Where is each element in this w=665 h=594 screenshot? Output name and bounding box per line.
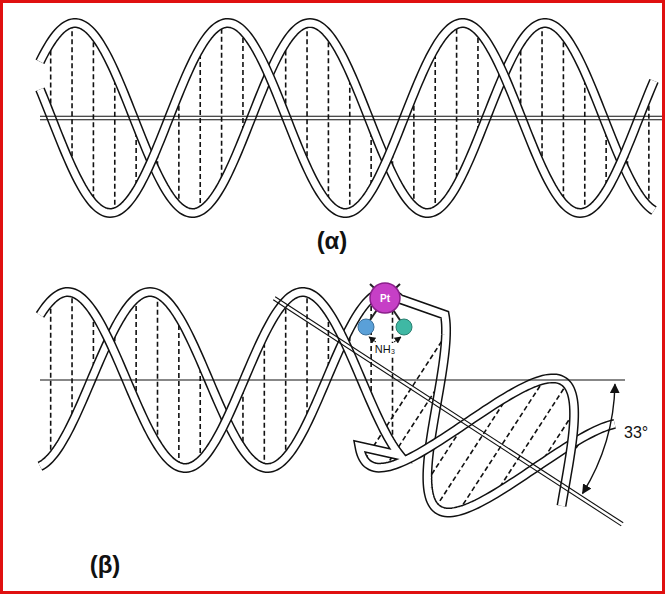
strand-outline [40,23,654,213]
base-pair [584,72,586,212]
platinum-atom [370,283,400,313]
bent-axis [273,300,621,526]
ligand-label: NH₃ [373,343,397,355]
base-pair [370,298,372,403]
base-pair [392,294,394,445]
base-pair [50,301,52,458]
strand-outline [40,23,654,213]
dna-helix [40,23,654,213]
base-blob [396,319,412,335]
helix-axis [40,119,662,120]
base-pair [264,334,266,467]
base-pair [648,93,650,207]
element-symbol: Pt [380,293,390,304]
base-pair [477,31,479,139]
angle-arc [583,384,615,493]
base-pair [306,23,308,167]
base-pair [71,293,73,424]
reference-axis [40,379,625,380]
base-pair [306,293,308,424]
base-pair [135,298,137,403]
base-pair [178,93,180,207]
base-pair [199,48,201,211]
strand-outline [40,292,615,512]
angle-label: 33° [622,424,650,442]
base-blob [358,319,374,335]
base-pair [199,360,201,461]
base-pair [413,93,415,207]
base-pair [434,48,436,211]
base-pair [178,317,180,467]
panel-label: (α) [317,228,348,254]
panel-label: (β) [90,552,121,578]
strand-ribbon [40,292,574,506]
base-pair [563,34,565,203]
base-pair [221,24,223,185]
base-pair [349,72,351,212]
base-pair [328,34,330,203]
base-pair [71,23,73,167]
base-pair [541,23,543,167]
strand-ribbon [40,23,654,213]
base-pair [456,24,458,185]
bent-axis [275,297,623,523]
base-pair [242,31,244,139]
base-pair [285,301,287,458]
base-pair [93,34,95,203]
strand-outline [40,292,574,506]
strand-ribbon [40,23,654,213]
dna-helix [40,292,615,512]
strand-ribbon [40,292,615,512]
helix-axis [40,116,662,117]
base-pair [114,72,116,212]
platinum-complex [358,283,412,342]
base-pair [157,294,159,445]
